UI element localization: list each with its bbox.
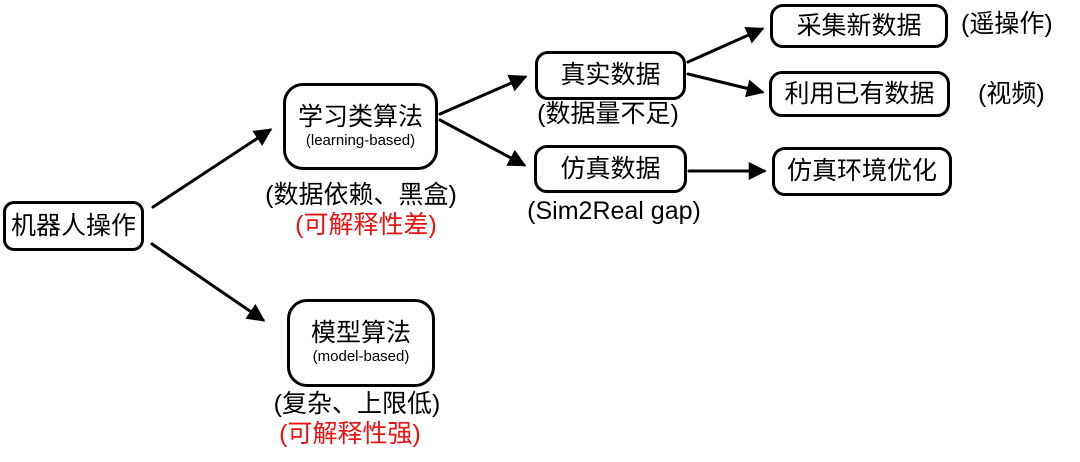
note-model-drawbacks: (复杂、上限低) [273, 390, 441, 418]
node-real-data: 真实数据 [535, 51, 686, 100]
note-sim2real-gap: (Sim2Real gap) [527, 197, 701, 225]
node-sim-env-optimization: 仿真环境优化 [772, 147, 952, 196]
node-model-based-sublabel: (model-based) [312, 348, 410, 366]
arrow-learning-to-real-data [438, 74, 528, 116]
node-collect-new-data-label: 采集新数据 [796, 11, 922, 40]
node-use-existing-data: 利用已有数据 [769, 71, 950, 117]
node-robot-manipulation-label: 机器人操作 [10, 211, 136, 240]
arrow-learning-to-sim-data [438, 118, 527, 167]
arrow-root-to-learning [151, 128, 273, 209]
node-learning-based: 学习类算法 (learning-based) [283, 83, 438, 170]
arrow-real-data-to-collect-new [686, 27, 765, 64]
node-real-data-label: 真实数据 [560, 61, 661, 89]
node-sim-data: 仿真数据 [534, 145, 687, 193]
arrow-root-to-model [150, 242, 266, 322]
note-real-data-limitation: (数据量不足) [537, 100, 679, 128]
node-learning-based-sublabel: (learning-based) [305, 131, 416, 149]
node-collect-new-data: 采集新数据 [770, 4, 948, 48]
note-model-interpretability: (可解释性强) [279, 420, 421, 448]
arrow-real-data-to-use-existing [686, 72, 765, 98]
node-sim-env-optimization-label: 仿真环境优化 [786, 157, 937, 185]
node-robot-manipulation: 机器人操作 [3, 201, 144, 251]
node-model-based: 模型算法 (model-based) [287, 299, 435, 387]
node-use-existing-data-label: 利用已有数据 [784, 79, 935, 108]
note-video: (视频) [978, 80, 1045, 108]
note-learning-drawbacks: (数据依赖、黑盒) [265, 181, 457, 209]
node-learning-based-label: 学习类算法 [297, 102, 423, 131]
note-learning-interpretability: (可解释性差) [295, 211, 437, 239]
node-model-based-label: 模型算法 [310, 319, 411, 348]
note-teleoperation: (遥操作) [961, 10, 1053, 38]
node-sim-data-label: 仿真数据 [560, 154, 661, 183]
